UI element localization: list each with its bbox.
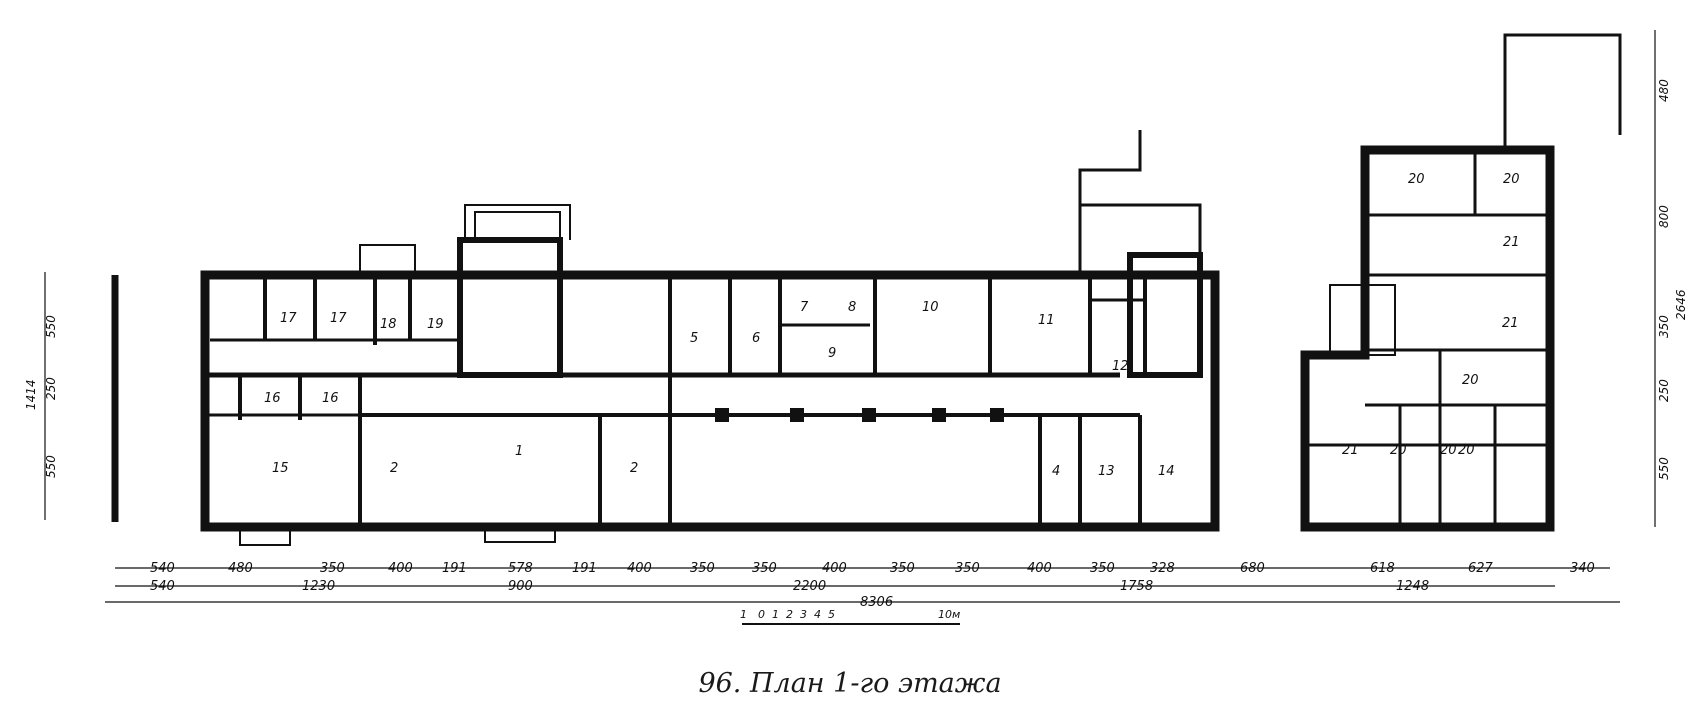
room-label: 15 — [272, 461, 289, 476]
dim-label: 350 — [320, 561, 345, 576]
figure-caption: 96. План 1-го этажа — [698, 668, 1002, 699]
dim-label: 350 — [1657, 315, 1671, 338]
scale-label: 2 — [786, 608, 793, 621]
dim-label: 578 — [508, 561, 533, 576]
dim-row-2: 540 1230 900 2200 1758 1248 — [150, 579, 1429, 594]
dim-label: 191 — [572, 561, 597, 576]
room-label: 4 — [1052, 464, 1060, 479]
scale-bar: 1 0 1 2 3 4 5 10м — [740, 608, 960, 625]
dim-label: 627 — [1468, 561, 1494, 576]
scale-label: 1 — [740, 608, 747, 621]
dim-label: 900 — [508, 579, 533, 594]
dim-label: 2646 — [1674, 289, 1688, 320]
dim-label: 480 — [228, 561, 253, 576]
dim-label: 480 — [1657, 79, 1671, 102]
dim-label: 540 — [150, 561, 175, 576]
walls — [111, 33, 1622, 546]
room-label: 13 — [1098, 464, 1115, 479]
dim-label: 350 — [955, 561, 980, 576]
room-label: 21 — [1342, 443, 1359, 458]
dim-label: 2200 — [793, 579, 826, 594]
room-label: 18 — [380, 317, 397, 332]
dim-label: 1758 — [1120, 579, 1153, 594]
dim-label: 680 — [1240, 561, 1265, 576]
room-label: 20 — [1408, 172, 1425, 187]
room-label: 12 — [1112, 359, 1129, 374]
dim-label: 400 — [388, 561, 413, 576]
dimension-lines — [44, 30, 1656, 603]
room-label: 20 — [1390, 443, 1407, 458]
dim-label: 550 — [44, 455, 58, 478]
room-label: 5 — [690, 331, 698, 346]
room-label: 21 — [1503, 235, 1520, 250]
dim-total: 8306 — [860, 595, 893, 610]
room-label: 14 — [1158, 464, 1175, 479]
room-label: 17 — [330, 311, 347, 326]
room-labels: 1 2 2 4 5 6 7 8 9 10 11 12 13 14 15 16 1… — [264, 172, 1520, 479]
dim-right: 480 800 350 250 550 2646 — [1657, 79, 1688, 480]
room-label: 20 — [1440, 443, 1457, 458]
scale-label: 3 — [800, 608, 807, 621]
room-label: 16 — [264, 391, 281, 406]
dim-label: 1414 — [24, 379, 38, 410]
dim-label: 800 — [1657, 205, 1671, 228]
dim-label: 1230 — [302, 579, 335, 594]
room-label: 10 — [922, 300, 939, 315]
scale-label: 10м — [938, 608, 960, 621]
dim-label: 550 — [1657, 457, 1671, 480]
dim-label: 350 — [890, 561, 915, 576]
dim-label: 328 — [1150, 561, 1175, 576]
dim-row-1: 540 480 350 400 191 578 191 400 350 350 … — [150, 561, 1595, 576]
scale-label: 4 — [814, 608, 821, 621]
room-label: 16 — [322, 391, 339, 406]
dim-label: 400 — [822, 561, 847, 576]
scale-label: 1 — [772, 608, 779, 621]
room-label: 19 — [427, 317, 444, 332]
dim-label: 340 — [1570, 561, 1595, 576]
room-label: 11 — [1038, 313, 1055, 328]
dim-label: 350 — [752, 561, 777, 576]
scale-label: 5 — [828, 608, 835, 621]
dim-label: 1248 — [1396, 579, 1429, 594]
room-label: 8 — [848, 300, 856, 315]
room-label: 1 — [515, 444, 523, 459]
dim-label: 350 — [690, 561, 715, 576]
room-label: 20 — [1503, 172, 1520, 187]
room-label: 21 — [1502, 316, 1519, 331]
dim-label: 250 — [44, 377, 58, 400]
dim-label: 618 — [1370, 561, 1395, 576]
room-label: 2 — [390, 461, 398, 476]
dim-label: 540 — [150, 579, 175, 594]
dim-label: 350 — [1090, 561, 1115, 576]
scale-label: 0 — [758, 608, 765, 621]
room-label: 20 — [1462, 373, 1479, 388]
dim-label: 550 — [44, 315, 58, 338]
dim-label: 400 — [627, 561, 652, 576]
room-label: 7 — [800, 300, 809, 315]
dim-left: 550 250 550 1414 — [24, 315, 58, 478]
room-label: 9 — [828, 346, 836, 361]
dim-label: 250 — [1657, 379, 1671, 402]
dim-label: 400 — [1027, 561, 1052, 576]
room-label: 2 — [630, 461, 638, 476]
room-label: 20 — [1458, 443, 1475, 458]
dim-label: 191 — [442, 561, 467, 576]
room-label: 17 — [280, 311, 297, 326]
room-label: 6 — [752, 331, 760, 346]
